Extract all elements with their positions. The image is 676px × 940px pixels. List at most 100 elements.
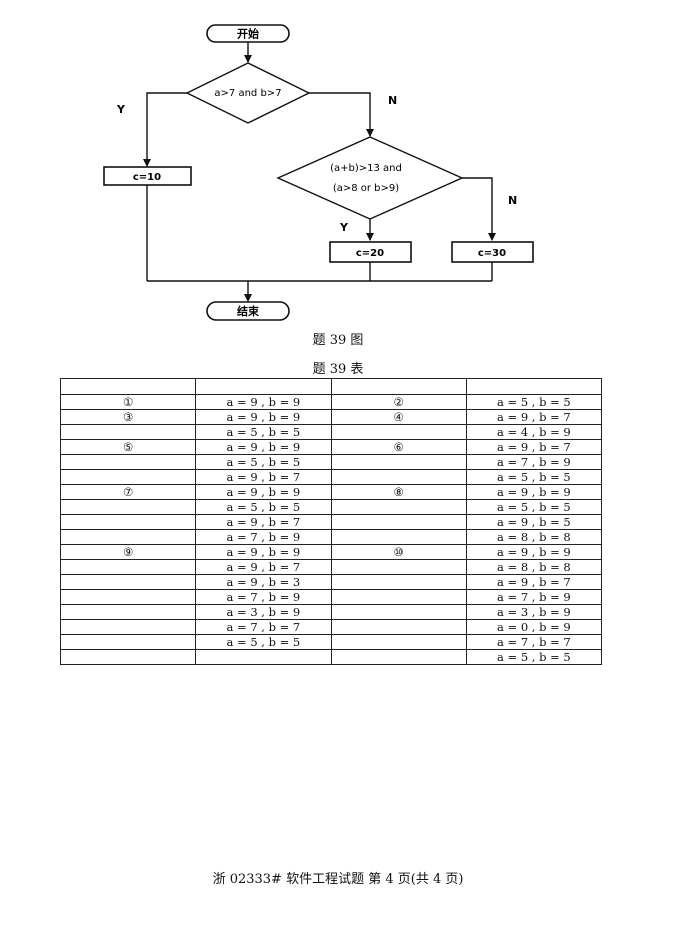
decision-2: (a+b)>13 and (a>8 or b>9) xyxy=(276,136,464,220)
case-value-cell: a = 5 , b = 5 xyxy=(465,394,603,410)
table-row: a = 7 , b = 7 a = 0 , b = 9 xyxy=(59,619,603,635)
end-terminal: 结束 xyxy=(206,301,290,321)
table-header-row xyxy=(59,378,603,395)
table-row: a = 5 , b = 5 xyxy=(59,649,603,665)
case-value-cell: a = 8 , b = 8 xyxy=(465,529,603,545)
case-number-cell xyxy=(59,559,197,575)
case-value-cell: a = 5 , b = 5 xyxy=(465,469,603,485)
case-value-cell: a = 7 , b = 9 xyxy=(195,529,332,545)
case-value-cell: a = 9 , b = 7 xyxy=(195,559,332,575)
case-value-cell: a = 9 , b = 7 xyxy=(465,439,603,455)
case-value-cell: a = 4 , b = 9 xyxy=(465,424,603,440)
case-value-cell: a = 9 , b = 9 xyxy=(195,484,332,500)
process-box-c20: c=20 xyxy=(329,241,412,263)
case-value-cell: a = 7 , b = 9 xyxy=(465,589,603,605)
process-box-c10: c=10 xyxy=(103,166,192,186)
header-cell xyxy=(195,378,332,395)
table-caption: 题 39 表 xyxy=(312,362,364,377)
case-value-cell: a = 5 , b = 5 xyxy=(465,649,603,665)
case-value-cell: a = 9 , b = 9 xyxy=(195,544,332,560)
case-value-cell: a = 7 , b = 9 xyxy=(195,589,332,605)
case-number-cell xyxy=(330,559,467,575)
table-row: a = 5 , b = 5 a = 7 , b = 9 xyxy=(59,454,603,470)
case-number-cell xyxy=(330,619,467,635)
case-value-cell: a = 9 , b = 7 xyxy=(195,514,332,530)
case-value-cell: a = 7 , b = 7 xyxy=(195,619,332,635)
case-number-cell xyxy=(59,424,197,440)
case-number-cell xyxy=(59,604,197,620)
case-number-cell: ⑧ xyxy=(330,484,467,500)
box-1-label: c=10 xyxy=(133,172,161,183)
case-number-cell: ⑩ xyxy=(330,544,467,560)
case-number-cell xyxy=(330,574,467,590)
table-row: a = 7 , b = 9 a = 7 , b = 9 xyxy=(59,589,603,605)
case-number-cell xyxy=(330,529,467,545)
decision-2-label-line1: (a+b)>13 and xyxy=(330,163,402,174)
table-row: a = 3 , b = 9 a = 3 , b = 9 xyxy=(59,604,603,620)
box-3-label: c=30 xyxy=(478,248,506,259)
start-terminal: 开始 xyxy=(206,24,290,43)
figure-caption: 题 39 图 xyxy=(312,333,364,348)
case-number-cell: ③ xyxy=(59,409,197,425)
case-number-cell xyxy=(330,469,467,485)
table-row: a = 9 , b = 7 a = 8 , b = 8 xyxy=(59,559,603,575)
decision-1-label: a>7 and b>7 xyxy=(214,88,281,99)
case-number-cell xyxy=(330,649,467,665)
case-value-cell: a = 9 , b = 9 xyxy=(195,439,332,455)
label-n2: N xyxy=(508,194,517,207)
case-value-cell: a = 5 , b = 5 xyxy=(195,454,332,470)
case-value-cell: a = 3 , b = 9 xyxy=(195,604,332,620)
header-cell xyxy=(330,378,467,395)
connector-line xyxy=(462,177,496,241)
case-number-cell: ⑦ xyxy=(59,484,197,500)
case-value-cell: a = 5 , b = 5 xyxy=(465,499,603,515)
case-value-cell: a = 9 , b = 5 xyxy=(465,514,603,530)
end-label: 结束 xyxy=(236,304,260,318)
connector-line xyxy=(143,92,187,167)
case-value-cell xyxy=(195,649,332,665)
table-row: a = 9 , b = 7 a = 9 , b = 5 xyxy=(59,514,603,530)
case-value-cell: a = 8 , b = 8 xyxy=(465,559,603,575)
case-number-cell xyxy=(59,529,197,545)
case-number-cell: ① xyxy=(59,394,197,410)
case-number-cell xyxy=(59,454,197,470)
case-value-cell: a = 0 , b = 9 xyxy=(465,619,603,635)
case-value-cell: a = 3 , b = 9 xyxy=(465,604,603,620)
case-number-cell xyxy=(330,604,467,620)
label-n1: N xyxy=(388,94,397,107)
case-number-cell xyxy=(59,574,197,590)
header-cell xyxy=(465,378,603,395)
header-cell xyxy=(59,378,197,395)
case-number-cell xyxy=(59,634,197,650)
label-y1: Y xyxy=(116,103,126,116)
label-y2: Y xyxy=(339,221,349,234)
case-number-cell xyxy=(59,649,197,665)
case-number-cell: ⑤ xyxy=(59,439,197,455)
case-number-cell xyxy=(330,499,467,515)
case-value-cell: a = 9 , b = 9 xyxy=(195,409,332,425)
case-number-cell xyxy=(330,634,467,650)
flowchart: 开始 a>7 and b>7 Y N c=10 (a+b)>13 and (a>… xyxy=(103,24,534,321)
case-number-cell: ⑥ xyxy=(330,439,467,455)
case-value-cell: a = 5 , b = 5 xyxy=(195,499,332,515)
start-label: 开始 xyxy=(237,27,259,41)
case-value-cell: a = 7 , b = 9 xyxy=(465,454,603,470)
case-number-cell: ④ xyxy=(330,409,467,425)
case-number-cell xyxy=(59,469,197,485)
table-row: a = 5 , b = 5 a = 5 , b = 5 xyxy=(59,499,603,515)
case-value-cell: a = 9 , b = 9 xyxy=(195,394,332,410)
case-value-cell: a = 9 , b = 3 xyxy=(195,574,332,590)
case-number-cell xyxy=(330,424,467,440)
case-number-cell: ⑨ xyxy=(59,544,197,560)
case-number-cell xyxy=(59,499,197,515)
case-value-cell: a = 9 , b = 7 xyxy=(465,409,603,425)
page-footer: 浙 02333# 软件工程试题 第 4 页(共 4 页) xyxy=(212,872,464,887)
case-value-cell: a = 7 , b = 7 xyxy=(465,634,603,650)
